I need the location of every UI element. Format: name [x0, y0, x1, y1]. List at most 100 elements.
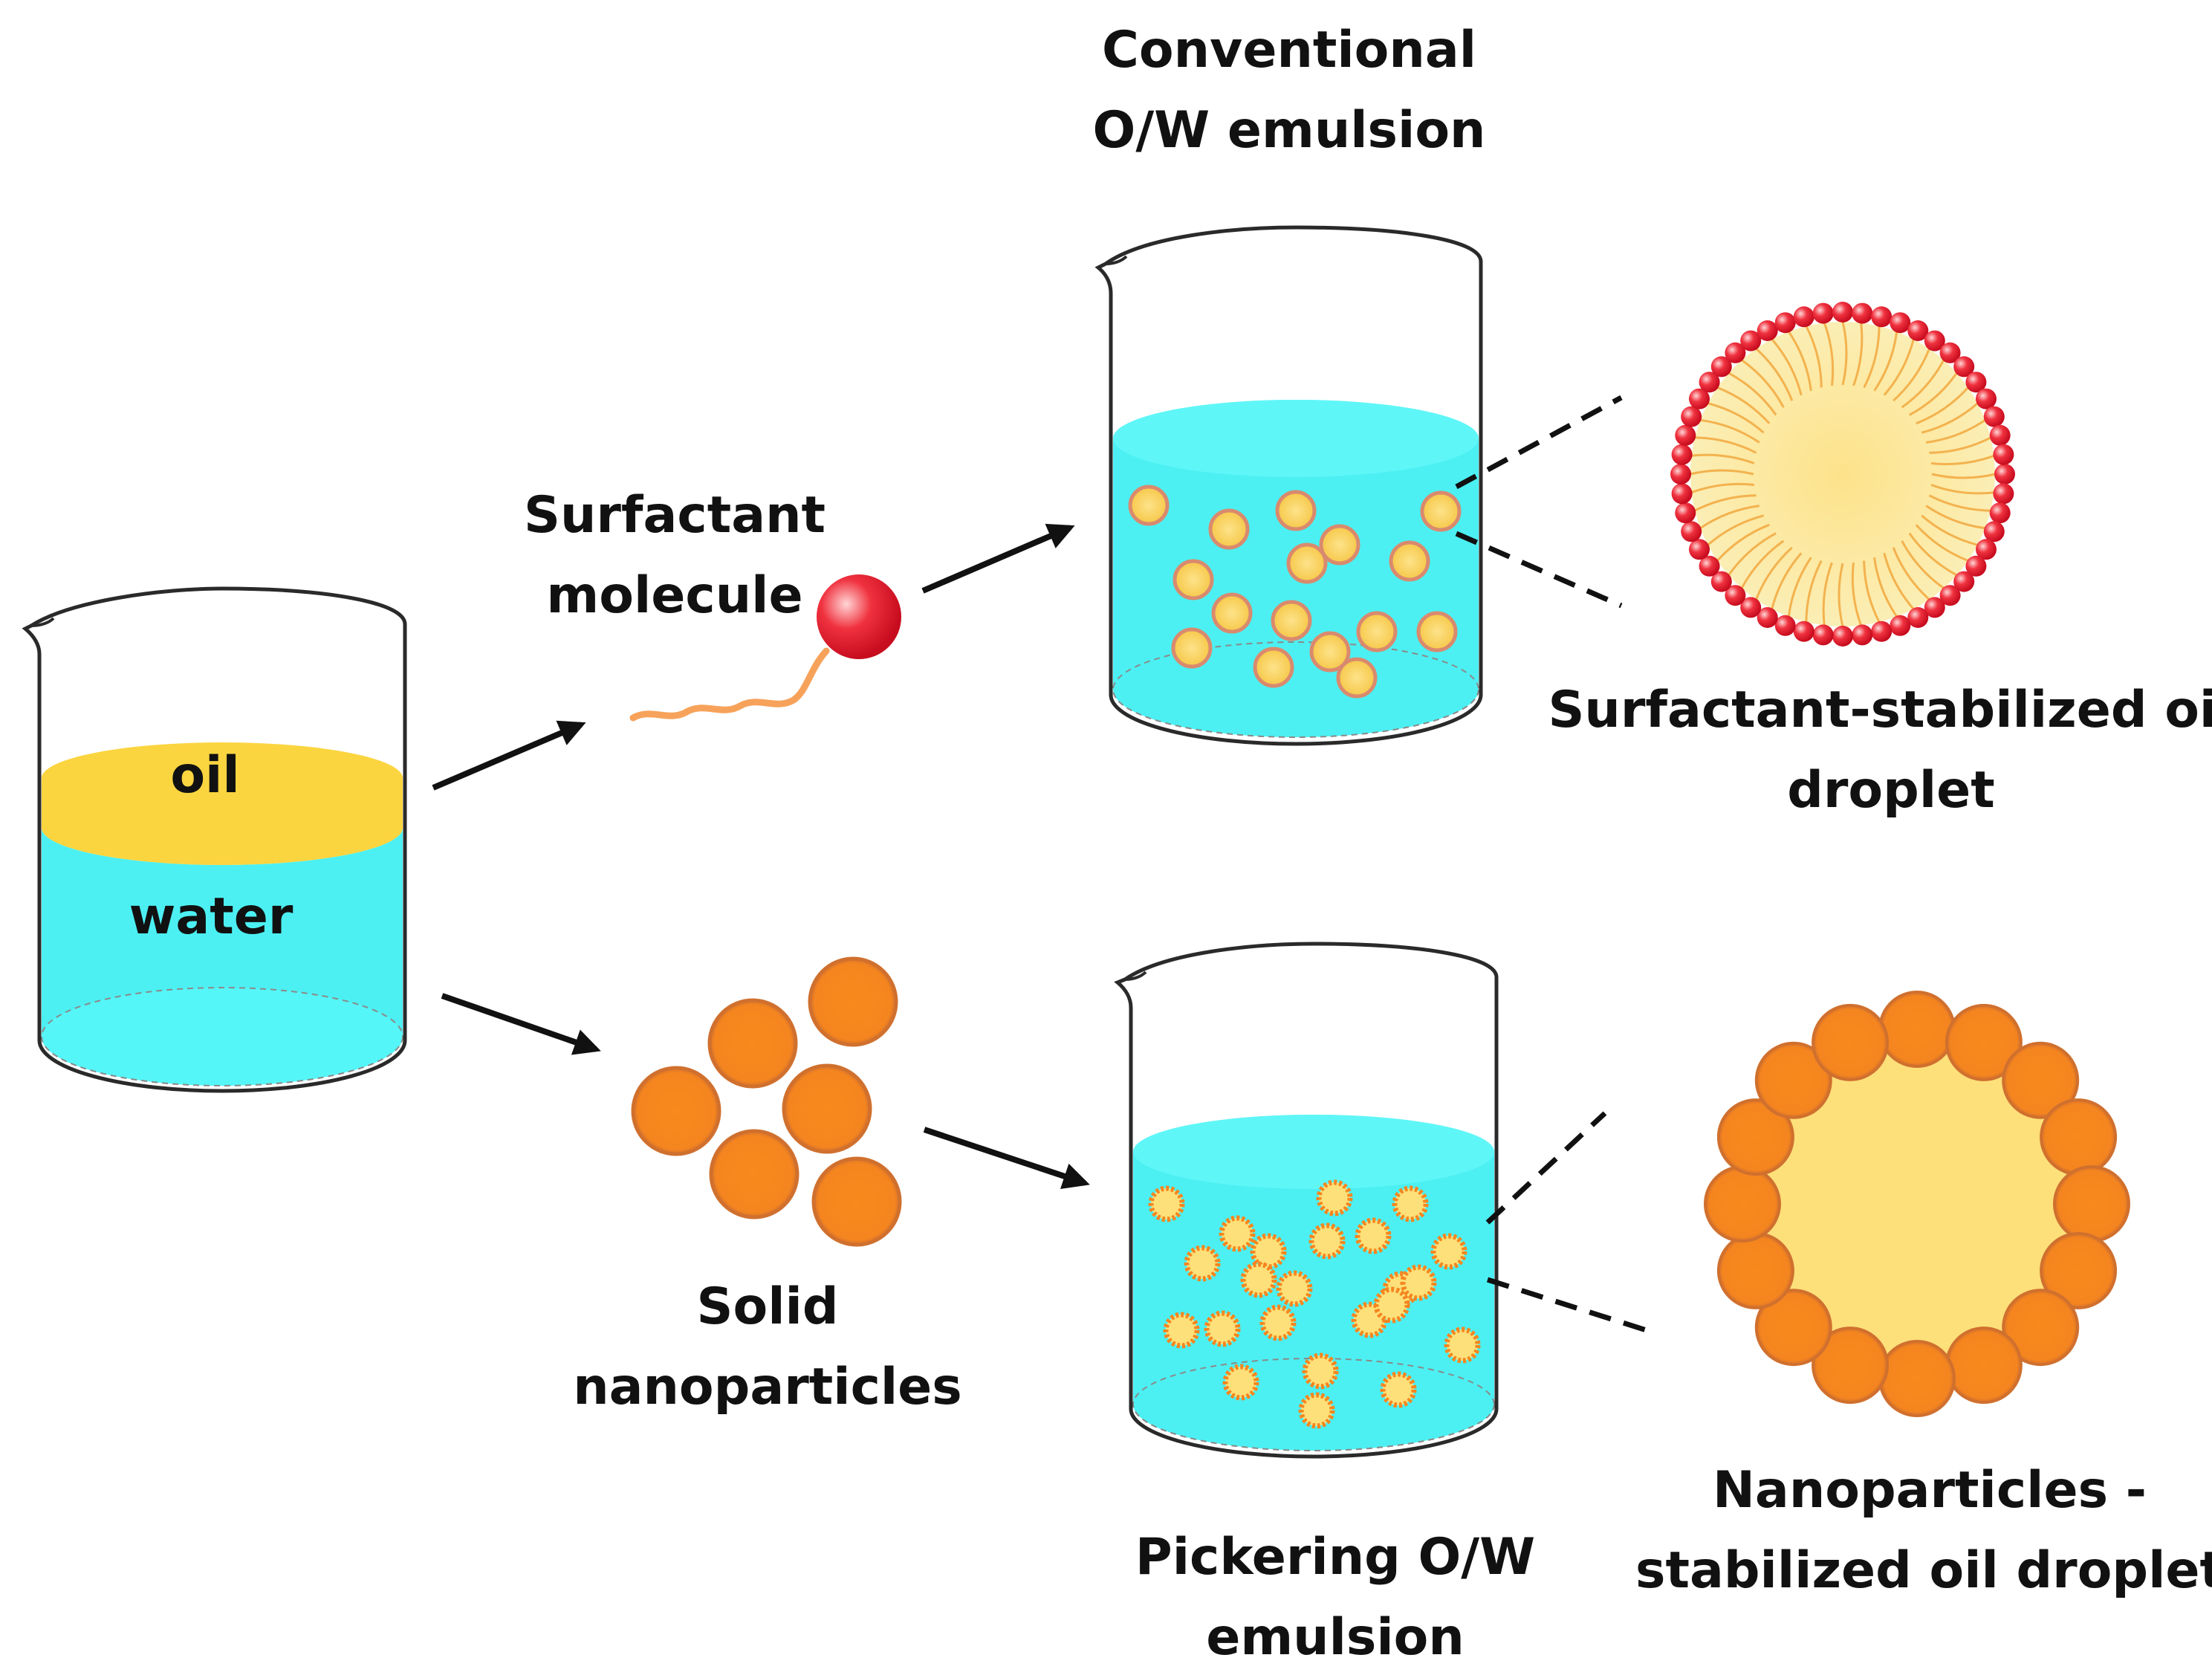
- emulsion-droplet: [1420, 490, 1462, 532]
- surfactant-head: [1671, 483, 1693, 505]
- beaker-1-glass: [22, 586, 407, 1093]
- surfactant-tail: [1892, 547, 1930, 600]
- surfactant-tail: [1805, 325, 1823, 388]
- surfactant-tail: [1930, 484, 1994, 495]
- surfactant-tail: [1925, 505, 1985, 530]
- surfactant-tail: [1873, 557, 1898, 618]
- surfactant-tail: [1863, 325, 1881, 389]
- beaker-2-water-surface: [1113, 400, 1479, 477]
- surfactant-tail: [1915, 524, 1969, 562]
- emulsion-droplet: [1208, 508, 1250, 550]
- pickering-droplet: [1380, 1371, 1417, 1408]
- emulsion-droplet: [1336, 657, 1378, 699]
- beaker-3-water-bottom: [1132, 1358, 1495, 1451]
- pickering-droplet: [1444, 1326, 1481, 1364]
- pickering-droplet: [1308, 1222, 1346, 1260]
- surfactant-tail: [1755, 546, 1793, 600]
- surfactant-head: [1907, 320, 1929, 341]
- surfactant-head: [1994, 464, 2015, 485]
- pickering-droplet: [1276, 1270, 1313, 1307]
- surfactant-head: [1871, 306, 1892, 328]
- beaker-2-water-bottom: [1112, 641, 1479, 738]
- conventional-title-line-1: Conventional: [1101, 21, 1477, 80]
- surfactant-head: [1675, 502, 1696, 524]
- emulsion-droplet: [1286, 542, 1328, 584]
- surfactant-label-line-2: molecule: [546, 566, 803, 625]
- surfactant-head: [1757, 607, 1778, 628]
- surfactant-head: [1976, 539, 1997, 560]
- pickering-emulsion-title: Pickering O/W emulsion: [1135, 1517, 1535, 1678]
- surfactant-tail: [1716, 386, 1771, 424]
- surfactant-head: [1681, 521, 1702, 542]
- surfactant-head: [1812, 624, 1834, 646]
- nanoparticle: [709, 1129, 800, 1219]
- surfactant-tail: [1694, 494, 1757, 512]
- surfactant-head: [1689, 388, 1710, 409]
- surfactant-head: [1976, 388, 1997, 409]
- surfactant-head: [1675, 424, 1696, 446]
- pickering-droplet: [1222, 1364, 1259, 1401]
- surfactant-head: [817, 574, 901, 659]
- pickering-droplet: [1259, 1304, 1297, 1341]
- surfactant-tail: [1700, 418, 1760, 444]
- zoom-lines-pickering: [1485, 1111, 1652, 1335]
- beaker-2-glass: [1094, 225, 1483, 746]
- pickering-droplet: [1298, 1392, 1335, 1429]
- pickering-droplet: [1392, 1185, 1429, 1222]
- surfactant-tail: [1929, 436, 1991, 454]
- solid-nanoparticles-label: Solid nanoparticles: [573, 1267, 962, 1428]
- surfactant-head: [1812, 302, 1834, 324]
- surfactant-tail: [1921, 402, 1979, 434]
- arrow-oil-water-to-nanoparticles: [441, 993, 601, 1055]
- arrow-oil-water-to-surfactant: [432, 720, 586, 791]
- surfactant-head: [1965, 372, 1987, 393]
- surfactant-tail: [1892, 348, 1930, 402]
- surfactant-head: [1671, 444, 1693, 465]
- surfactant-head: [1989, 502, 2011, 524]
- surfactant-head: [1989, 424, 2011, 446]
- surfactant-tail: [1690, 469, 1754, 476]
- emulsion-droplet: [1253, 647, 1294, 688]
- nanoparticle-droplet-label: Nanoparticles - stabilized oil droplet: [1635, 1451, 2212, 1611]
- surfactant-tail: [1805, 560, 1823, 623]
- conventional-emulsion-title: Conventional O/W emulsion: [1093, 10, 1486, 171]
- emulsion-droplet: [1356, 611, 1398, 652]
- surfactant-head: [1953, 356, 1975, 378]
- surfactant-head: [1832, 302, 1853, 323]
- surfactant-label-line-1: Surfactant: [523, 486, 826, 545]
- surfactant-droplet-line-2: droplet: [1787, 761, 1995, 820]
- surfactant-tail: [1755, 348, 1794, 401]
- droplet-oil-core: [1690, 322, 1995, 626]
- nanoparticle: [1716, 1098, 1794, 1176]
- surfactant-head: [1793, 306, 1814, 328]
- emulsion-droplet: [1309, 631, 1351, 673]
- surfactant-head: [1939, 342, 1961, 363]
- surfactant-head: [1953, 571, 1975, 592]
- surfactant-tail: [1909, 372, 1958, 416]
- surfactant-tail: [1740, 540, 1785, 589]
- emulsion-droplet: [1211, 592, 1253, 634]
- surfactant-tail: [1788, 331, 1812, 391]
- emulsion-droplet: [1173, 559, 1214, 600]
- zoom-lines-conventional: [1455, 395, 1623, 609]
- surfactant-head: [1983, 406, 2005, 427]
- surfactant-tail: [1694, 436, 1757, 454]
- surfactant-head: [1890, 312, 1911, 334]
- surfactant-tail: [1926, 419, 1986, 444]
- surfactant-head: [1993, 483, 2014, 505]
- surfactant-tail: [629, 647, 830, 722]
- surfactant-stabilized-droplet: [1670, 302, 2015, 647]
- pickering-title-line-2: emulsion: [1206, 1608, 1465, 1667]
- surfactant-tail: [1908, 532, 1958, 577]
- pickering-droplets: [1148, 1179, 1481, 1429]
- surfactant-molecule-icon: [629, 574, 901, 722]
- beaker-3-water-surface: [1133, 1115, 1494, 1189]
- emulsion-droplet: [1389, 540, 1430, 582]
- nanoparticle: [631, 1066, 721, 1156]
- nanoparticle: [2040, 1231, 2118, 1309]
- nanoparticle-droplet-line-1: Nanoparticles -: [1713, 1461, 2147, 1520]
- surfactant-droplet-line-1: Surfactant-stabilized oil: [1548, 681, 2212, 739]
- surfactant-head: [1774, 312, 1796, 334]
- surfactant-head: [1871, 621, 1892, 642]
- emulsion-droplet: [1275, 490, 1317, 531]
